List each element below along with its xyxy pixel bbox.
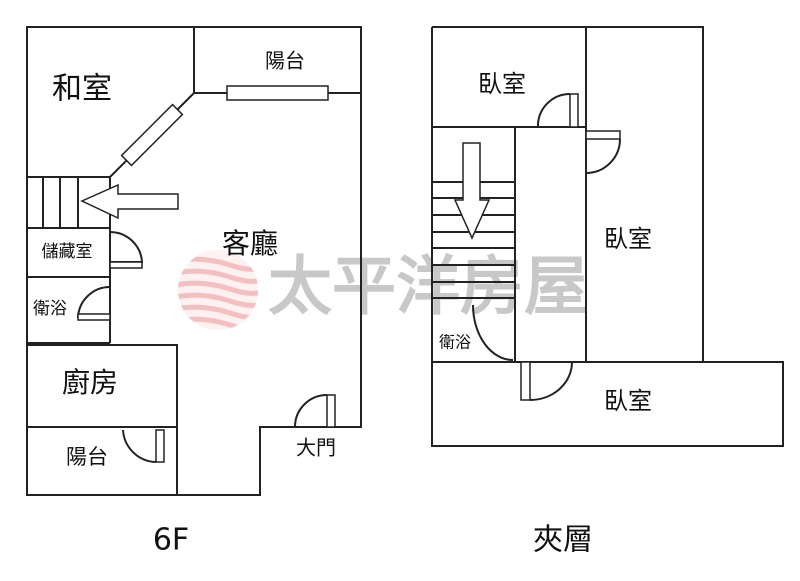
room-label-kitchen: 廚房 xyxy=(62,366,118,399)
room-label-living: 客廳 xyxy=(222,227,278,260)
door xyxy=(520,361,531,401)
watermark-text: 太平洋房屋 xyxy=(268,250,588,325)
watermark: 太平洋房屋 xyxy=(178,250,588,330)
watermark-logo-icon xyxy=(178,250,258,330)
room-label-balcony: 陽台 xyxy=(265,49,305,73)
entrance-door xyxy=(326,394,336,428)
floor-6f-plan: 和室 陽台 客廳 儲藏室 衛浴 廚房 陽台 大門 6F xyxy=(26,26,362,558)
room-label-tatami: 和室 xyxy=(52,72,112,107)
door xyxy=(77,313,111,321)
room-label-entrance: 大門 xyxy=(296,436,336,460)
window xyxy=(226,85,329,101)
room-label-storage: 儲藏室 xyxy=(42,242,93,262)
door xyxy=(569,93,579,128)
room-label-bedroom: 臥室 xyxy=(604,225,652,253)
mezzanine-plan: 臥室 臥室 衛浴 臥室 夾層 xyxy=(431,26,784,558)
stairs xyxy=(42,177,79,228)
room-label-balcony: 陽台 xyxy=(66,445,108,469)
room-label-bedroom: 臥室 xyxy=(478,70,526,98)
room-label-bedroom: 臥室 xyxy=(604,387,652,415)
stairs-arrow-icon xyxy=(453,142,491,240)
door xyxy=(585,130,621,140)
window xyxy=(120,103,184,167)
room-label-bath: 衛浴 xyxy=(33,299,67,319)
door xyxy=(109,230,144,263)
door xyxy=(472,304,514,361)
room-label-bath: 衛浴 xyxy=(439,333,471,352)
plan-title-mezzanine: 夾層 xyxy=(533,523,593,558)
plan-title-6f: 6F xyxy=(153,523,189,558)
door xyxy=(155,429,165,463)
stairs-arrow-icon xyxy=(80,183,179,220)
